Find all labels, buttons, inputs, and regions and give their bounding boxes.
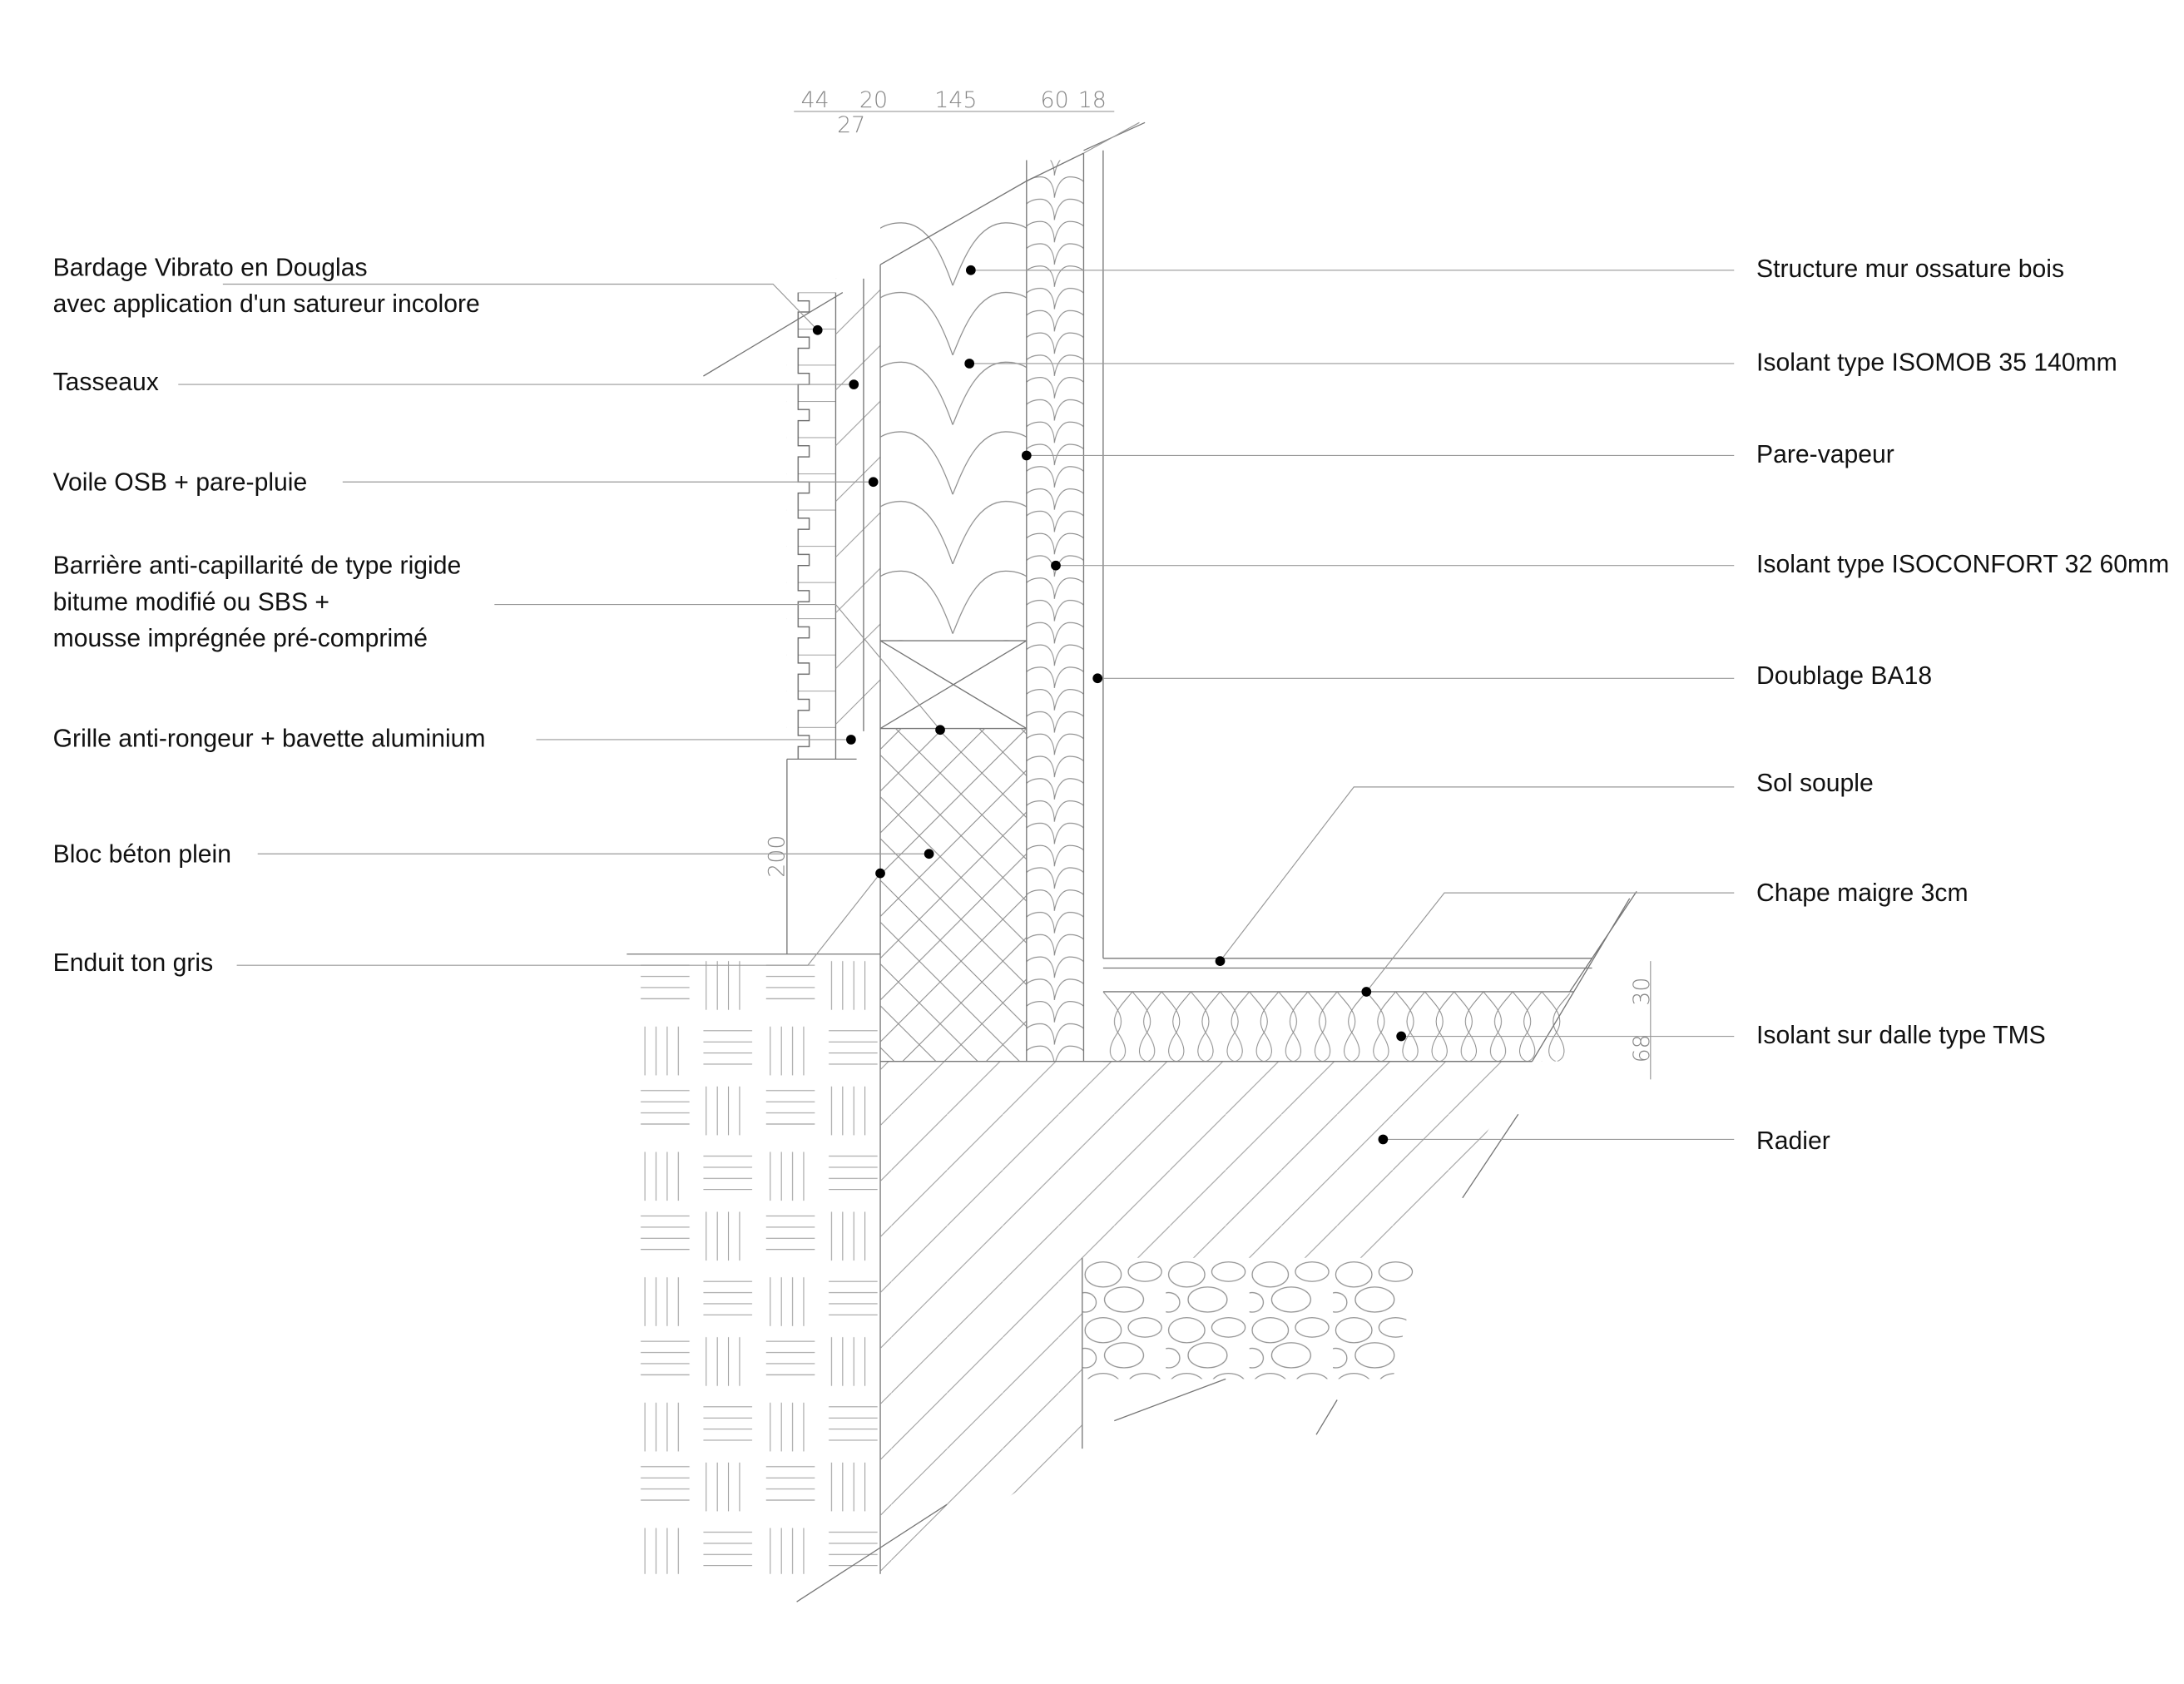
dimension-text: 18 xyxy=(1078,87,1107,113)
callout-dot xyxy=(868,477,879,488)
label-chape: Chape maigre 3cm xyxy=(1756,879,1969,907)
callout-dot xyxy=(812,324,823,335)
top-dimension-line: 44 20 145 60 18 27 xyxy=(794,87,1140,154)
callout-dot xyxy=(964,359,975,369)
callout-dot xyxy=(1378,1134,1389,1145)
label-tms: Isolant sur dalle type TMS xyxy=(1756,1022,2046,1049)
label-structure: Structure mur ossature bois xyxy=(1756,255,2064,283)
callout-dot xyxy=(965,265,976,275)
label-isoconfort: Isolant type ISOCONFORT 32 60mm xyxy=(1756,551,2169,578)
label-enduit: Enduit ton gris xyxy=(53,949,214,977)
label-sol-souple: Sol souple xyxy=(1756,770,1874,797)
label-bardage-1: Bardage Vibrato en Douglas xyxy=(53,254,368,281)
callout-dot xyxy=(935,725,945,736)
ground-fill xyxy=(633,953,881,1574)
label-tasseaux: Tasseaux xyxy=(53,369,159,396)
gravel-bed xyxy=(1082,1257,1421,1379)
callout-dot xyxy=(1092,673,1103,684)
dimension-text: 145 xyxy=(934,87,977,113)
label-bardage-2: avec application d'un satureur incolore xyxy=(53,290,480,318)
label-bloc: Bloc béton plein xyxy=(53,840,231,868)
callout-dot xyxy=(1051,560,1061,571)
label-osb: Voile OSB + pare-pluie xyxy=(53,468,308,496)
floor-insulation xyxy=(1102,991,1570,1062)
battens-osb xyxy=(835,278,881,731)
concrete-block xyxy=(880,728,1027,1062)
leaders-right xyxy=(969,270,1735,1141)
label-grille: Grille anti-rongeur + bavette aluminium xyxy=(53,725,486,752)
dimension-text: 68 xyxy=(1629,1034,1655,1062)
callout-dot xyxy=(1021,450,1032,461)
callout-dot xyxy=(875,868,885,879)
label-barriere-2: bitume modifié ou SBS + xyxy=(53,588,329,616)
label-barriere-3: mousse imprégnée pré-comprimé xyxy=(53,625,428,652)
leaders-left xyxy=(178,283,941,966)
label-barriere-1: Barrière anti-capillarité de type rigide xyxy=(53,552,462,580)
dimension-text: 30 xyxy=(1629,978,1655,1006)
label-doublage: Doublage BA18 xyxy=(1756,662,1932,690)
label-radier: Radier xyxy=(1756,1127,1830,1155)
inner-insulation xyxy=(1026,160,1084,1062)
dimension-text: 20 xyxy=(859,87,888,113)
cladding xyxy=(786,292,836,760)
dimension-text: 60 xyxy=(1041,87,1069,113)
callout-dot xyxy=(846,735,856,745)
label-pare-vapeur: Pare-vapeur xyxy=(1756,441,1894,468)
label-isomob: Isolant type ISOMOB 35 140mm xyxy=(1756,349,2117,376)
main-insulation xyxy=(880,215,1027,641)
callout-dot xyxy=(849,379,859,389)
raft-slab xyxy=(880,1061,1533,1574)
callout-dot xyxy=(1361,987,1372,997)
callout-dot xyxy=(924,849,934,859)
dimension-text: 200 xyxy=(765,835,790,878)
callout-dot xyxy=(1215,956,1226,966)
dimension-text: 44 xyxy=(801,87,830,113)
dimension-text: 27 xyxy=(837,112,865,138)
callout-dot xyxy=(1396,1031,1407,1042)
